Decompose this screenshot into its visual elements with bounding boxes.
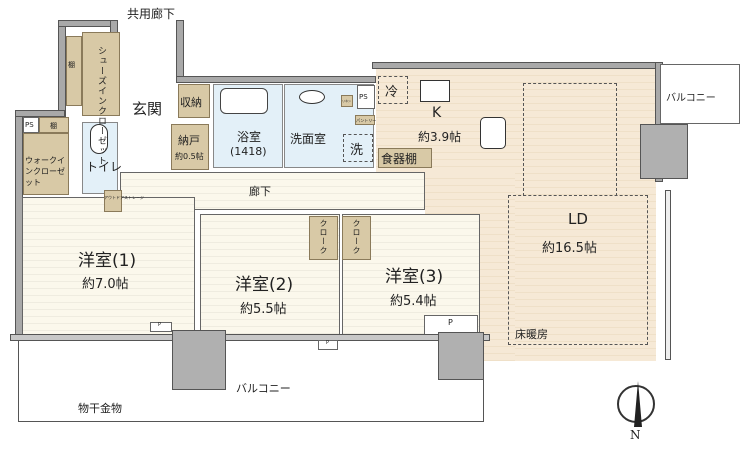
pillar [438, 332, 484, 380]
shelf [66, 36, 82, 106]
wall [10, 334, 490, 341]
ps [23, 117, 39, 133]
shelf-label: 棚 [50, 122, 57, 130]
kitchen-label: K [432, 105, 442, 121]
cloak-label: クローク [319, 219, 328, 255]
entrance-label: 玄関 [132, 100, 163, 118]
sink-icon [299, 90, 325, 104]
bathtub-icon [220, 88, 268, 114]
pipe-label: P [158, 322, 162, 328]
kitchen-size: 約3.9帖 [418, 130, 462, 144]
north-arrow-icon [634, 381, 642, 427]
shelf-label: 棚 [68, 61, 75, 69]
island-counter [480, 117, 506, 149]
living-dining [510, 69, 656, 361]
wall [176, 76, 376, 83]
wall [58, 20, 66, 120]
room3-size: 約5.4帖 [390, 294, 437, 309]
washer-label: 洗 [350, 143, 364, 158]
drying-hardware-label: 物干金物 [78, 402, 122, 415]
cloak-label: クローク [352, 219, 361, 255]
ld-label: LD [568, 210, 588, 228]
walkin-closet-label: ウォークインクローゼット [25, 156, 65, 187]
room1-size: 約7.0帖 [82, 277, 129, 292]
room3-label: 洋室(3) [385, 267, 444, 287]
nando [171, 124, 209, 170]
cloak-3 [342, 216, 371, 260]
cupboard-label: 食器棚 [381, 152, 418, 166]
fridge-space [378, 76, 408, 104]
pipe-space [318, 340, 338, 350]
corridor-label: 廊下 [249, 185, 271, 198]
room2-size: 約5.5帖 [240, 302, 287, 317]
ps-label: PS [25, 121, 34, 129]
outdoor-storage-label: アウトドアストレージ [104, 195, 144, 200]
pillar [640, 124, 688, 179]
ps-label: PS [359, 93, 368, 101]
linen [341, 95, 353, 107]
floor-heating-area [508, 195, 648, 345]
balcony-small [660, 64, 740, 124]
storage-label: 収納 [180, 96, 202, 109]
pillar [172, 330, 226, 390]
room2-label: 洋室(2) [235, 275, 294, 295]
shelf [39, 117, 69, 133]
pipe-label: P [326, 340, 330, 346]
wall [176, 20, 184, 82]
wall [15, 110, 65, 117]
ps [357, 85, 375, 109]
washroom-label: 洗面室 [290, 132, 327, 146]
floor-heating-area [523, 83, 617, 196]
cloak-2 [309, 216, 338, 260]
wall [372, 62, 657, 69]
storage [178, 84, 210, 118]
bath-size: (1418) [230, 145, 267, 158]
shoes-closet-label: シューズインクローゼット [96, 46, 106, 166]
toilet-icon [90, 124, 108, 154]
nando-size: 約0.5帖 [175, 152, 204, 161]
pipe-space [150, 322, 172, 332]
balcony-label: バルコニー [236, 382, 291, 395]
ld-size: 約16.5帖 [542, 241, 597, 256]
window [665, 190, 671, 360]
balcony [18, 336, 484, 422]
toilet-label: トイレ [86, 160, 123, 174]
north-label: N [630, 428, 641, 442]
bath-label: 浴室 [237, 130, 262, 144]
linen-label: リネン [342, 99, 352, 103]
washer-space [343, 134, 373, 162]
outdoor-storage [104, 190, 122, 212]
nando-label: 納戸 [178, 134, 200, 147]
wall [58, 20, 118, 27]
common-corridor-label: 共用廊下 [127, 7, 176, 21]
stove-icon [420, 80, 450, 102]
floor-heating-label: 床暖房 [515, 328, 548, 341]
pipe-label: P [448, 318, 453, 327]
room-1 [22, 197, 195, 336]
walkin-closet [23, 133, 69, 195]
room1-label: 洋室(1) [78, 251, 137, 271]
shoes-closet [82, 32, 120, 116]
balcony-label: バルコニー [666, 93, 716, 104]
cupboard [378, 148, 432, 168]
fridge-label: 冷 [385, 85, 399, 100]
pantry [355, 115, 375, 125]
compass-icon [617, 381, 655, 427]
pantry-label: パントリー [356, 118, 377, 123]
